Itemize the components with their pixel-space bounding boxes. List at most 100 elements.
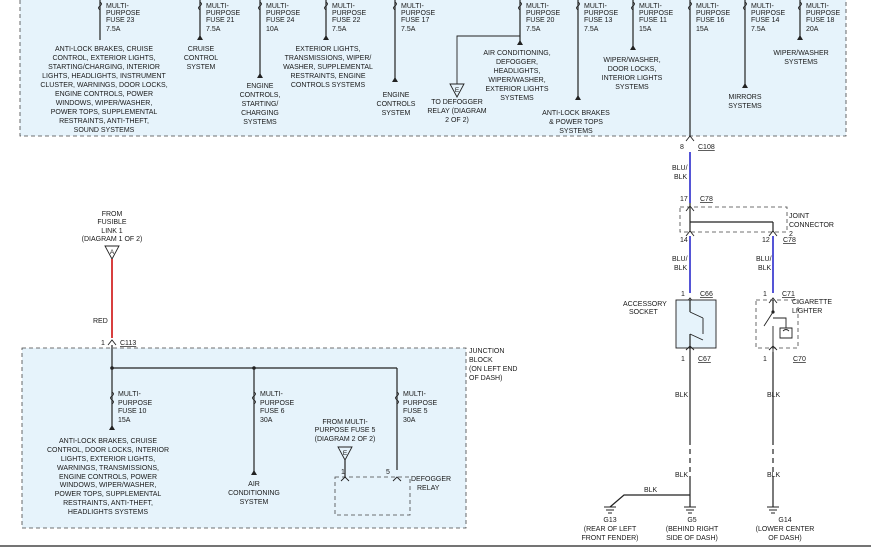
svg-text:ENGINE: ENGINE <box>247 83 274 90</box>
svg-text:DEFOGGER,: DEFOGGER, <box>496 59 538 66</box>
svg-text:MULTI-: MULTI- <box>751 3 774 10</box>
svg-text:BLK: BLK <box>675 392 689 399</box>
svg-text:HEADLIGHTS,: HEADLIGHTS, <box>494 68 541 75</box>
svg-text:30A: 30A <box>403 417 416 424</box>
svg-text:FUSE 17: FUSE 17 <box>401 17 430 24</box>
defogger-ref: E TO DEFOGGER RELAY (DIAGRAM 2 OF 2) <box>427 83 487 124</box>
svg-text:WASHER, SUPPLEMENTAL: WASHER, SUPPLEMENTAL <box>283 64 373 71</box>
svg-text:7.5A: 7.5A <box>332 26 347 33</box>
svg-text:FUSE 24: FUSE 24 <box>266 17 295 24</box>
connector-c108: 8 C108 <box>680 135 715 151</box>
svg-text:MULTI-: MULTI- <box>696 3 719 10</box>
svg-text:DOOR LOCKS,: DOOR LOCKS, <box>608 66 657 73</box>
svg-text:FUSE 11: FUSE 11 <box>639 17 667 24</box>
svg-text:CONTROL, EXTERIOR LIGHTS,: CONTROL, EXTERIOR LIGHTS, <box>52 55 155 62</box>
svg-text:JOINT: JOINT <box>789 213 810 220</box>
svg-text:FUSE 20: FUSE 20 <box>526 17 555 24</box>
svg-text:30A: 30A <box>260 417 273 424</box>
svg-text:CONNECTOR: CONNECTOR <box>789 222 834 229</box>
svg-text:PURPOSE: PURPOSE <box>332 10 367 17</box>
svg-text:CHARGING: CHARGING <box>241 110 279 117</box>
top-fuse-22: MULTI- PURPOSE FUSE 22 7.5A EXTERIOR LIG… <box>283 0 373 89</box>
svg-text:MULTI-: MULTI- <box>526 3 549 10</box>
ground-g5: G5 (BEHIND RIGHT SIDE OF DASH) <box>666 506 719 542</box>
svg-text:7.5A: 7.5A <box>401 26 416 33</box>
svg-text:CONDITIONING: CONDITIONING <box>228 490 280 497</box>
svg-text:(REAR OF LEFT: (REAR OF LEFT <box>584 526 637 533</box>
svg-text:WINDOWS, WIPER/WASHER,: WINDOWS, WIPER/WASHER, <box>60 482 157 489</box>
connector-c78-top: 17 C78 <box>680 196 713 212</box>
svg-text:8: 8 <box>680 144 684 151</box>
svg-text:7.5A: 7.5A <box>584 26 599 33</box>
svg-text:PURPOSE: PURPOSE <box>260 400 295 407</box>
svg-text:PURPOSE FUSE 5: PURPOSE FUSE 5 <box>315 427 376 434</box>
joint-connector-label: JOINT CONNECTOR 2 <box>789 213 834 238</box>
svg-text:A: A <box>110 249 115 256</box>
svg-text:PURPOSE: PURPOSE <box>696 10 731 17</box>
top-fuse-13: MULTI- PURPOSE FUSE 13 7.5A ANTI-LOCK BR… <box>542 0 619 135</box>
svg-text:MULTI-: MULTI- <box>806 3 829 10</box>
svg-text:15A: 15A <box>118 417 131 424</box>
svg-text:DEFOGGER: DEFOGGER <box>411 476 451 483</box>
ground-g13: G13 (REAR OF LEFT FRONT FENDER) <box>581 506 639 542</box>
c78-right-name: C78 <box>783 237 796 244</box>
c78-left-pin: 14 <box>680 237 688 244</box>
svg-text:C67: C67 <box>698 356 711 363</box>
svg-text:POWER TOPS, SUPPLEMENTAL: POWER TOPS, SUPPLEMENTAL <box>51 109 158 116</box>
svg-text:15A: 15A <box>639 26 652 33</box>
wire-blk-g13 <box>609 494 690 508</box>
svg-text:1: 1 <box>763 356 767 363</box>
svg-text:(DIAGRAM 1 OF 2): (DIAGRAM 1 OF 2) <box>82 236 143 243</box>
svg-text:LIGHTS, HEADLIGHTS, INSTRUMENT: LIGHTS, HEADLIGHTS, INSTRUMENT <box>42 73 166 80</box>
svg-text:MULTI-: MULTI- <box>260 391 283 398</box>
lower-junction-block <box>21 347 467 529</box>
svg-text:FUSE 6: FUSE 6 <box>260 408 285 415</box>
svg-text:7.5A: 7.5A <box>206 26 221 33</box>
svg-text:(LOWER CENTER: (LOWER CENTER <box>756 526 815 533</box>
svg-text:E: E <box>343 450 348 457</box>
svg-text:7.5A: 7.5A <box>526 26 541 33</box>
svg-text:WARNINGS, TRANSMISSIONS,: WARNINGS, TRANSMISSIONS, <box>57 465 159 472</box>
svg-text:OF DASH): OF DASH) <box>469 375 502 382</box>
svg-text:CONTROLS: CONTROLS <box>377 101 416 108</box>
svg-text:BLU/: BLU/ <box>672 256 688 263</box>
top-fuse-16: MULTI- PURPOSE FUSE 16 15A <box>688 0 731 136</box>
svg-text:1: 1 <box>681 291 685 298</box>
svg-text:POWER TOPS, SUPPLEMENTAL: POWER TOPS, SUPPLEMENTAL <box>55 491 162 498</box>
junction-block-label: JUNCTION BLOCK (ON LEFT END OF DASH) <box>469 348 518 382</box>
ground-g14: G14 (LOWER CENTER OF DASH) <box>756 506 815 542</box>
svg-text:TRANSMISSIONS, WIPER/: TRANSMISSIONS, WIPER/ <box>285 55 372 62</box>
svg-text:ANTI-LOCK BRAKES: ANTI-LOCK BRAKES <box>542 110 610 117</box>
svg-text:WIPER/WASHER: WIPER/WASHER <box>773 50 828 57</box>
svg-text:C113: C113 <box>120 340 136 347</box>
svg-text:AIR: AIR <box>248 481 260 488</box>
svg-text:MULTI-: MULTI- <box>266 3 289 10</box>
svg-text:MULTI-: MULTI- <box>401 3 424 10</box>
svg-text:ACCESSORY: ACCESSORY <box>623 301 667 308</box>
top-fuse-24: MULTI- PURPOSE FUSE 24 10A ENGINE CONTRO… <box>240 0 301 126</box>
svg-text:CONTROLS SYSTEMS: CONTROLS SYSTEMS <box>291 82 366 89</box>
svg-text:CONTROL, DOOR LOCKS, INTERIOR: CONTROL, DOOR LOCKS, INTERIOR <box>47 447 169 454</box>
svg-text:PURPOSE: PURPOSE <box>639 10 674 17</box>
svg-text:7.5A: 7.5A <box>106 26 121 33</box>
svg-text:STARTING/: STARTING/ <box>242 101 279 108</box>
svg-text:PURPOSE: PURPOSE <box>106 10 141 17</box>
svg-text:BLK: BLK <box>758 265 772 272</box>
svg-text:SYSTEMS: SYSTEMS <box>500 95 534 102</box>
svg-text:BLU/: BLU/ <box>756 256 772 263</box>
svg-text:SYSTEMS: SYSTEMS <box>615 84 649 91</box>
svg-text:BLK: BLK <box>767 472 781 479</box>
svg-text:BLK: BLK <box>674 265 688 272</box>
svg-text:PURPOSE: PURPOSE <box>266 10 301 17</box>
svg-text:SYSTEM: SYSTEM <box>382 110 411 117</box>
svg-text:PURPOSE: PURPOSE <box>118 400 153 407</box>
svg-text:7.5A: 7.5A <box>751 26 766 33</box>
accessory-socket: 1 C66 ACCESSORY SOCKET 1 C67 <box>623 291 717 363</box>
svg-text:STARTING/CHARGING, INTERIOR: STARTING/CHARGING, INTERIOR <box>48 64 160 71</box>
svg-text:BLK: BLK <box>674 174 688 181</box>
svg-text:(DIAGRAM 2 OF 2): (DIAGRAM 2 OF 2) <box>315 436 376 443</box>
joint-connector-box <box>679 206 788 233</box>
svg-text:WINDOWS, WIPER/WASHER,: WINDOWS, WIPER/WASHER, <box>56 100 153 107</box>
c78-right-pin: 12 <box>762 237 770 244</box>
svg-text:SOUND SYSTEMS: SOUND SYSTEMS <box>74 127 135 134</box>
